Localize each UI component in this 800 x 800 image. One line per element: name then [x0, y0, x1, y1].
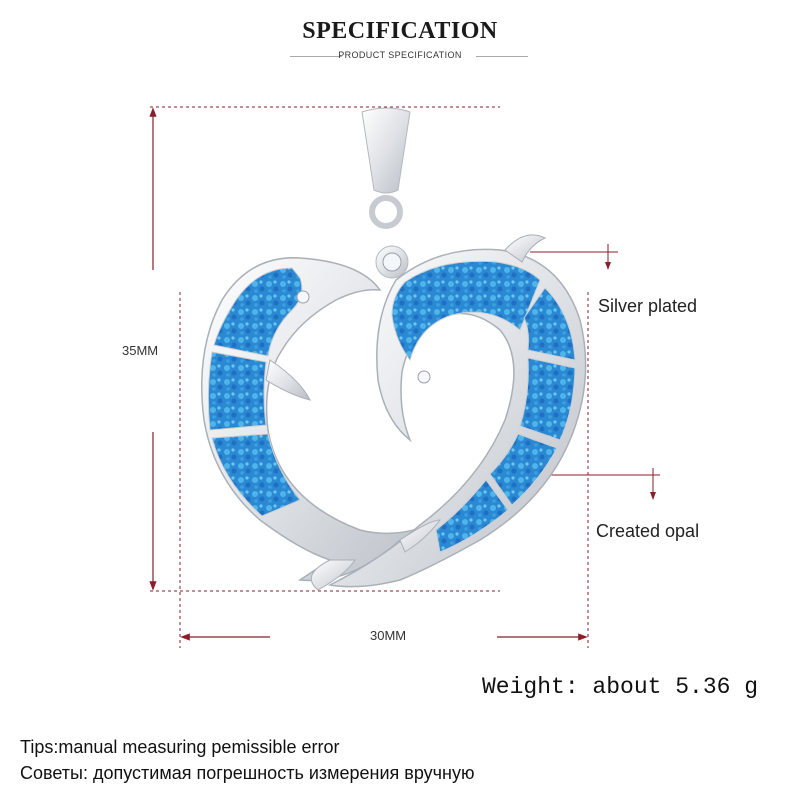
pendant-dolphins [201, 234, 587, 591]
weight-text: Weight: about 5.36 g [482, 674, 759, 700]
silver-plated-label: Silver plated [598, 296, 698, 316]
subtitle-rule-left [290, 56, 342, 57]
width-dimension-label: 30MM [370, 628, 407, 643]
tip-russian: Советы: допустимая погрешность измерения… [20, 763, 475, 783]
page-title: SPECIFICATION [302, 18, 498, 44]
tip-english: Tips:manual measuring pemissible error [20, 737, 340, 757]
page-subtitle: PRODUCT SPECIFICATION [338, 50, 462, 60]
created-opal-label: Created opal [596, 521, 700, 541]
height-dimension-label: 35MM [122, 343, 159, 358]
subtitle-rule-right [476, 56, 528, 57]
pendant-bail [361, 107, 411, 279]
